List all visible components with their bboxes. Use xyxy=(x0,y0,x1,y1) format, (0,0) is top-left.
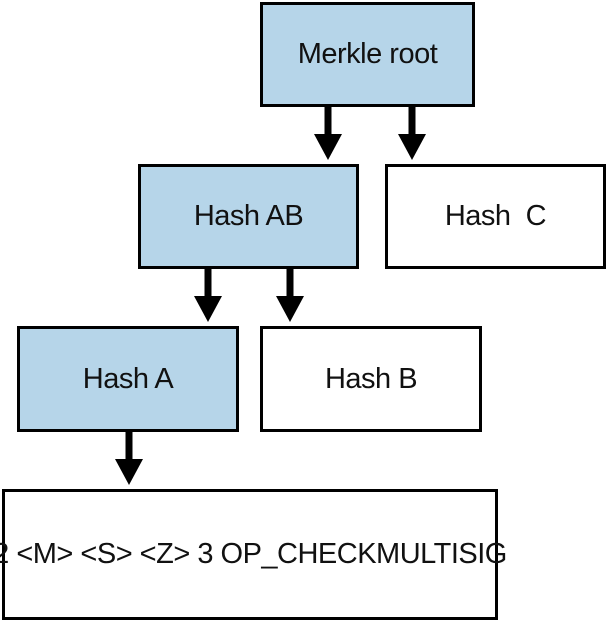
hash-ab-node: Hash AB xyxy=(138,164,359,269)
hash-b-node: Hash B xyxy=(260,326,482,432)
hash-c-label: Hash C xyxy=(444,200,547,232)
hash-b-label: Hash B xyxy=(324,362,418,395)
arrow-root-to-hash-ab xyxy=(314,107,342,160)
redeem-script-label: 2 <M> <S> <Z> 3 OP_CHECKMULTISIG xyxy=(0,538,507,570)
hash-ab-label: Hash AB xyxy=(193,200,304,232)
arrow-hash-a-to-script xyxy=(115,432,143,485)
hash-a-label: Hash A xyxy=(82,362,174,395)
arrow-hash-ab-to-hash-b xyxy=(276,269,304,322)
redeem-script-node: 2 <M> <S> <Z> 3 OP_CHECKMULTISIG xyxy=(0,489,507,620)
hash-c-node: Hash C xyxy=(385,164,606,269)
arrow-root-to-hash-c xyxy=(398,107,426,160)
merkle-root-label: Merkle root xyxy=(297,38,438,70)
merkle-root-node: Merkle root xyxy=(260,2,475,107)
hash-a-node: Hash A xyxy=(17,326,239,432)
arrow-hash-ab-to-hash-a xyxy=(194,269,222,322)
